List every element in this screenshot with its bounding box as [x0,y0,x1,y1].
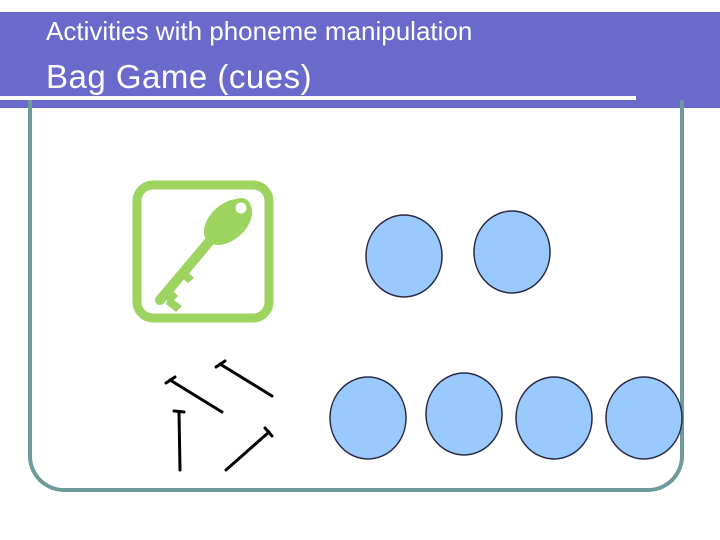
sound-circle [515,376,593,460]
sound-circle [605,376,683,460]
sound-circle [473,210,551,294]
bag-outline [28,100,684,492]
header-band [0,12,692,108]
nails-icon [164,359,274,472]
slide-subtitle: Activities with phoneme manipulation [46,16,473,46]
sound-circle [425,372,503,456]
title-underline [0,96,636,100]
sound-circle [329,376,407,460]
key-icon [132,180,274,323]
sound-circle [365,214,443,298]
sound-circles-key [365,210,551,298]
sound-circles-nails [329,372,683,460]
header-edge [692,12,720,108]
slide-title: Bag Game (cues) [46,58,313,95]
